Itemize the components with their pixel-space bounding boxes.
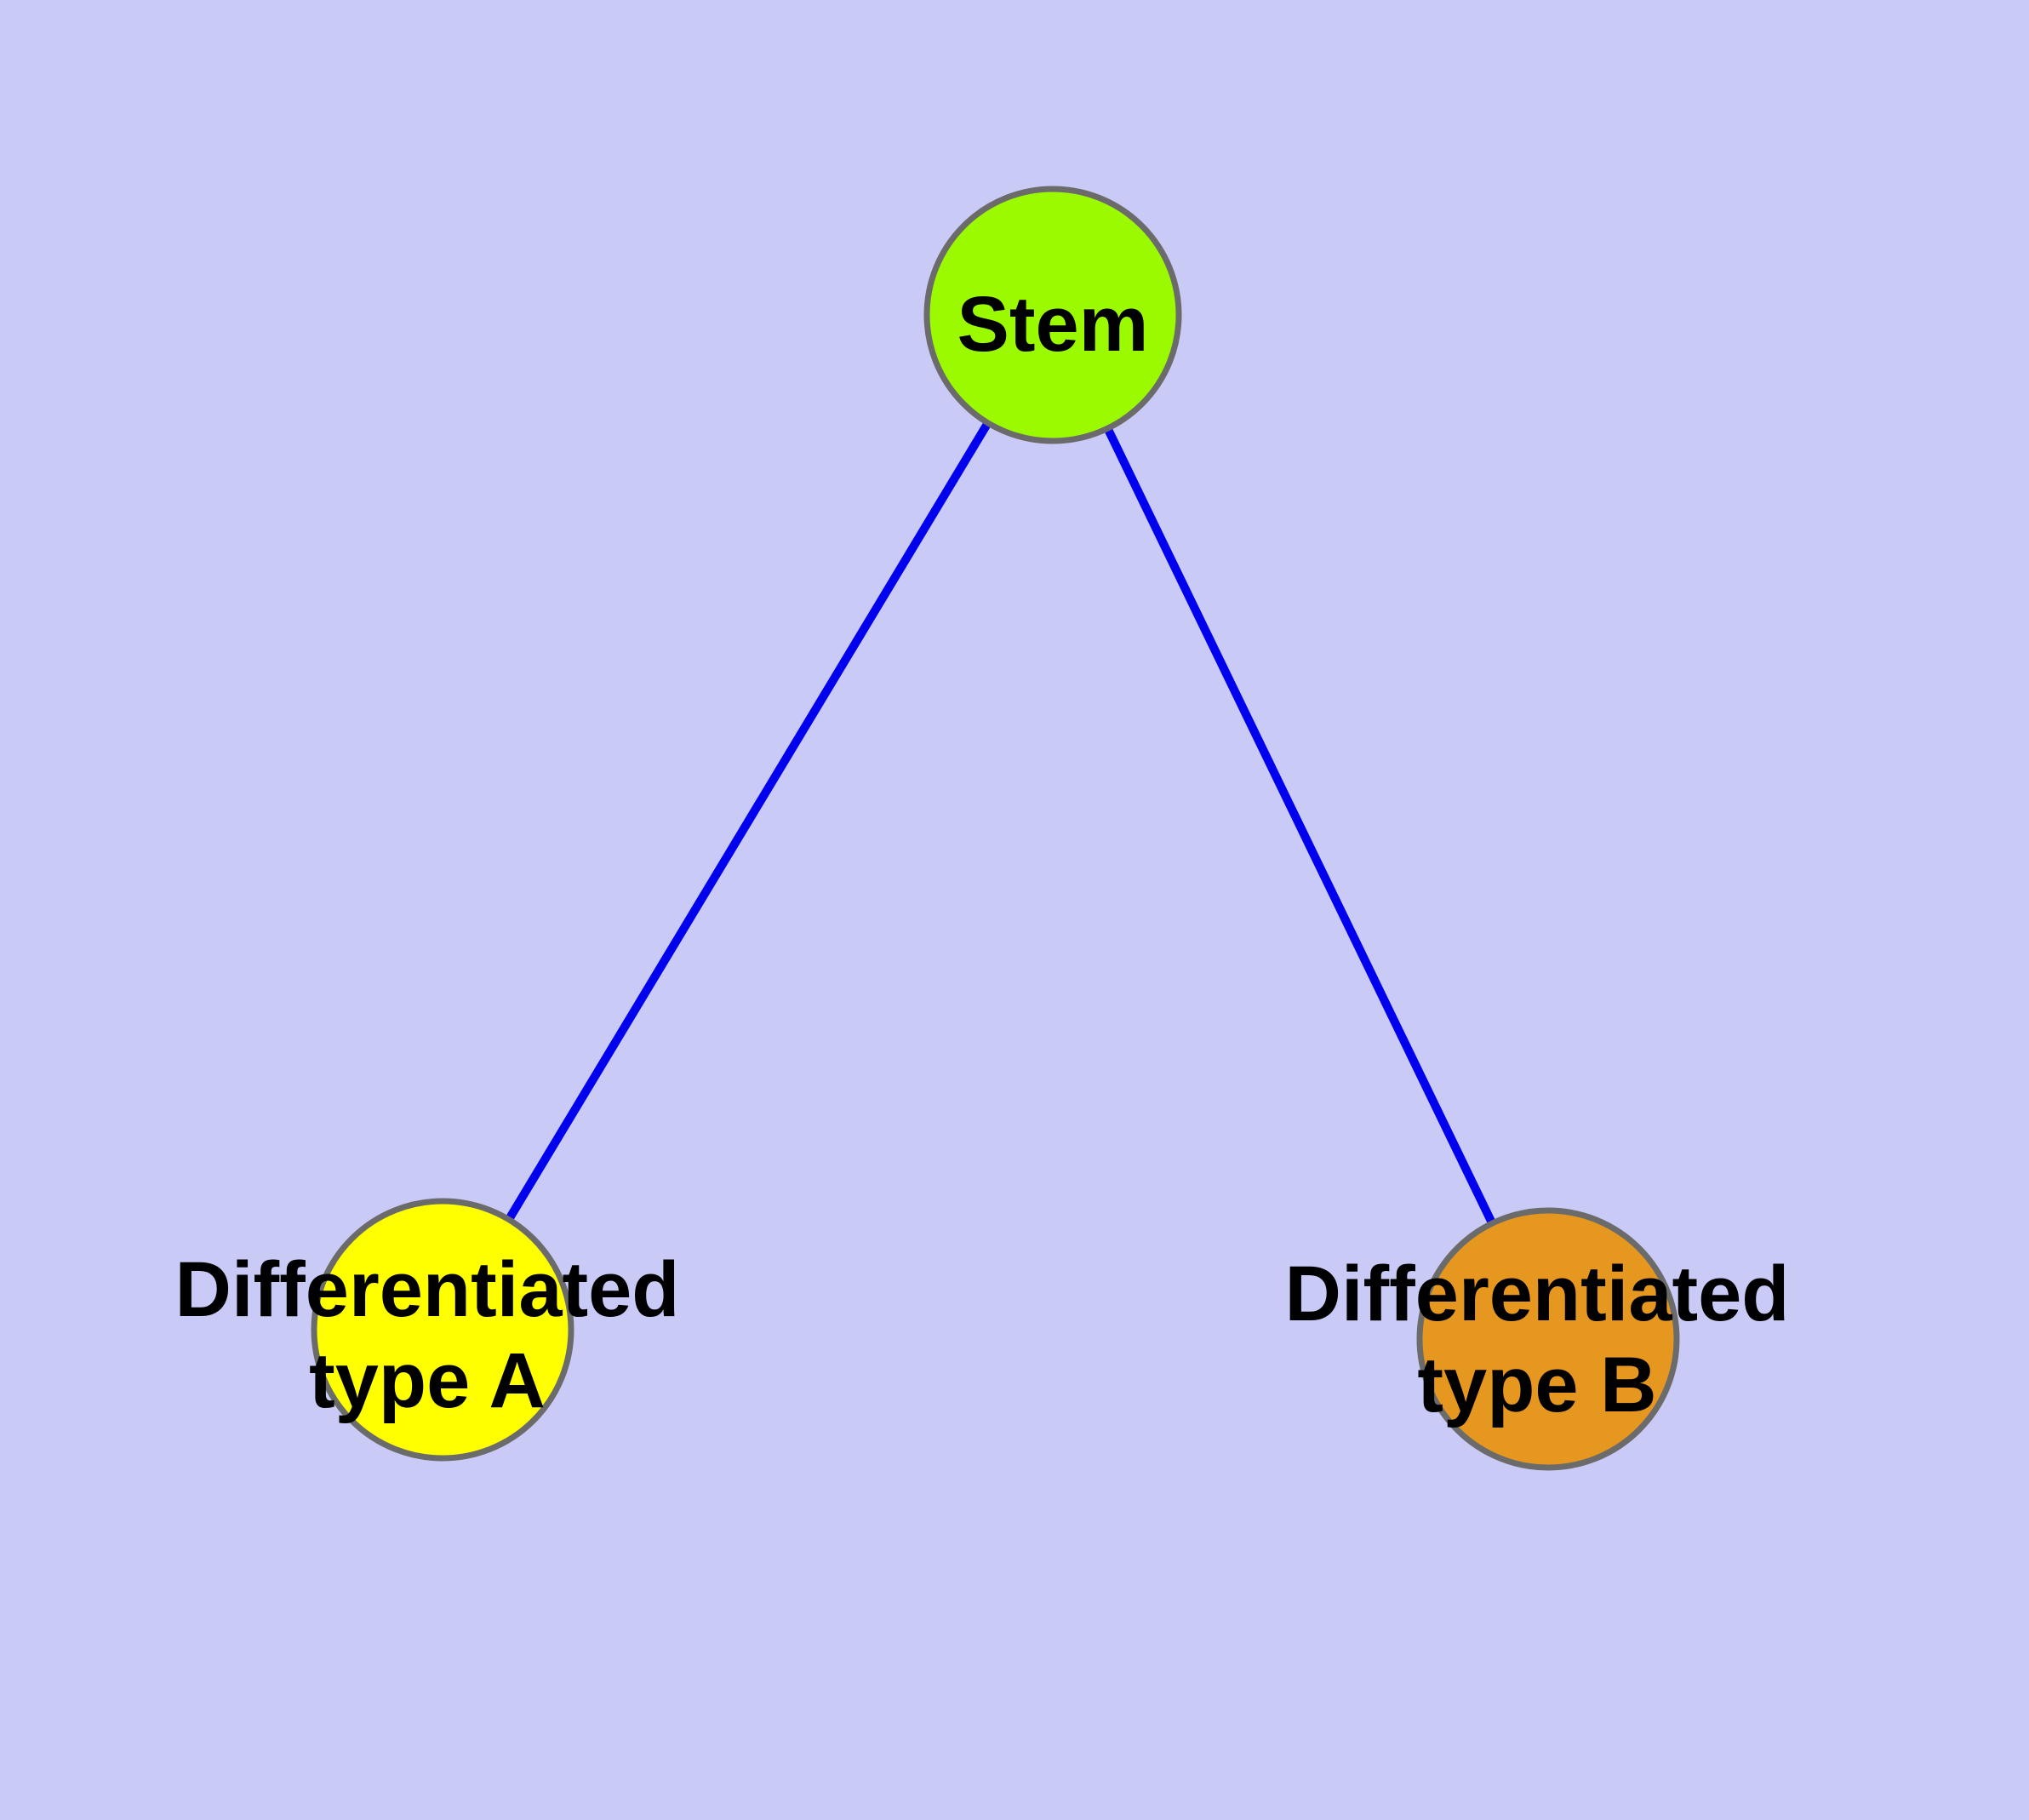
node-diff-a-label-line2: type A [309, 1337, 546, 1424]
edge-stem-to-diff-a [438, 312, 1057, 1332]
node-diff-a-circle [311, 1198, 574, 1462]
node-diff-b-circle [1416, 1207, 1680, 1471]
node-stem-circle [923, 186, 1182, 444]
node-stem-label: Stem [957, 281, 1149, 368]
node-diff-a-label-line1: Differentiated [175, 1246, 680, 1333]
node-diff-b-label-line2: type B [1417, 1342, 1656, 1428]
node-diff-b-label-line1: Differentiated [1285, 1251, 1790, 1337]
edge-stem-to-diff-b [1049, 312, 1552, 1342]
